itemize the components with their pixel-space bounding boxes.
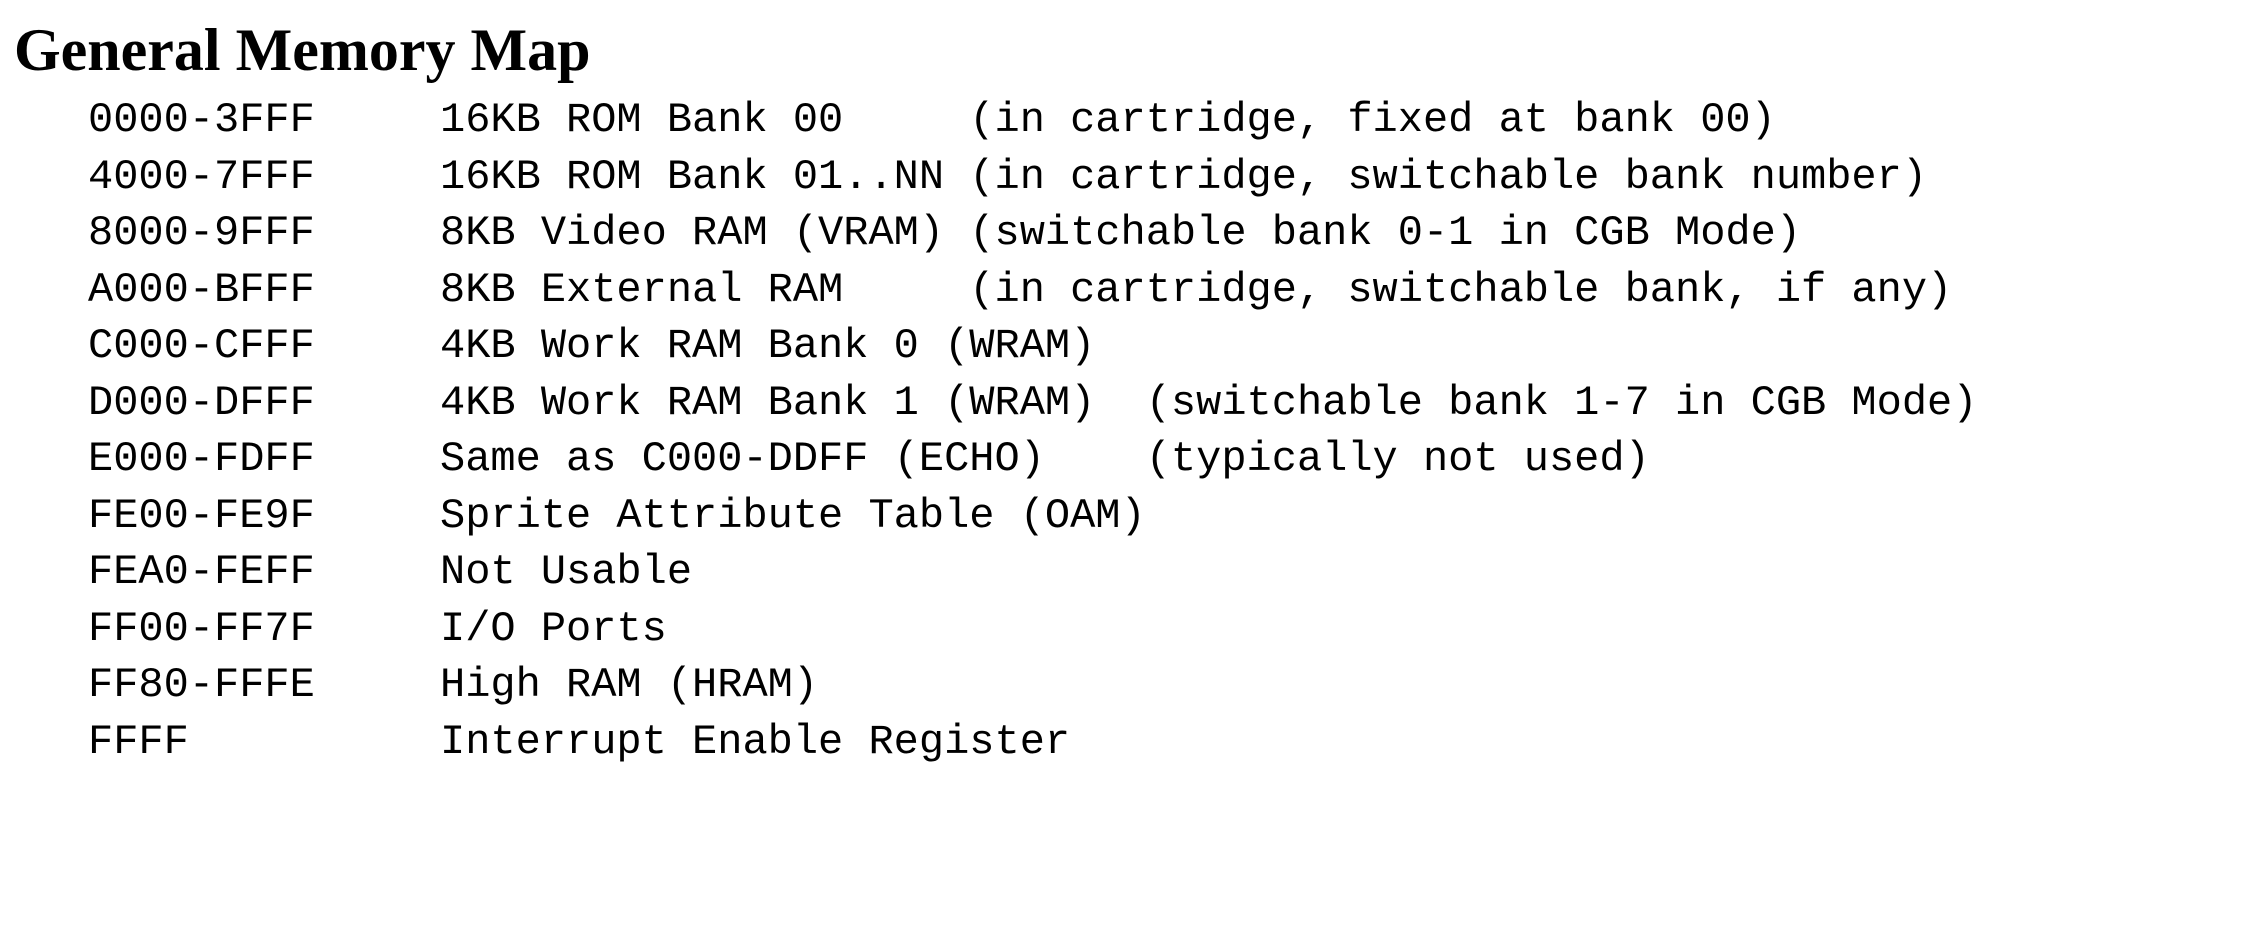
- region-description: Same as C000-DDFF (ECHO) (typically not …: [440, 435, 1650, 483]
- memory-map-row: FFFF Interrupt Enable Register: [88, 714, 1070, 771]
- memory-map-row: 0000-3FFF 16KB ROM Bank 00 (in cartridge…: [88, 92, 1776, 149]
- region-description: Not Usable: [440, 548, 693, 596]
- region-description: 8KB External RAM (in cartridge, switchab…: [440, 265, 1953, 314]
- address-range: C000-CFFF: [88, 322, 315, 370]
- memory-map-row: C000-CFFF 4KB Work RAM Bank 0 (WRAM): [88, 318, 1095, 375]
- address-range: FFFF: [88, 717, 189, 766]
- region-description: Sprite Attribute Table (OAM): [440, 491, 1146, 540]
- address-range: 8000-9FFF: [88, 209, 315, 257]
- address-range: FF80-FFFE: [88, 661, 315, 709]
- region-description: 16KB ROM Bank 01..NN (in cartridge, swit…: [440, 152, 1928, 201]
- address-range: FF00-FF7F: [88, 604, 315, 653]
- address-range: 4000-7FFF: [88, 152, 315, 201]
- address-range: FEA0-FEFF: [88, 548, 315, 596]
- memory-map-row: FE00-FE9F Sprite Attribute Table (OAM): [88, 488, 1146, 545]
- memory-map-row: FEA0-FEFF Not Usable: [88, 544, 692, 601]
- page-title: General Memory Map: [14, 17, 591, 83]
- memory-map-row: FF00-FF7F I/O Ports: [88, 601, 667, 658]
- memory-map-row: 8000-9FFF 8KB Video RAM (VRAM) (switchab…: [88, 205, 1801, 262]
- region-description: I/O Ports: [440, 604, 667, 653]
- memory-map-row: FF80-FFFE High RAM (HRAM): [88, 657, 818, 714]
- memory-map-list: 0000-3FFF 16KB ROM Bank 00 (in cartridge…: [88, 92, 1977, 771]
- region-description: 8KB Video RAM (VRAM) (switchable bank 0-…: [440, 209, 1802, 257]
- memory-map-row: A000-BFFF 8KB External RAM (in cartridge…: [88, 262, 1952, 319]
- memory-map-row: E000-FDFF Same as C000-DDFF (ECHO) (typi…: [88, 431, 1650, 488]
- region-description: High RAM (HRAM): [440, 661, 819, 709]
- address-range: FE00-FE9F: [88, 491, 315, 540]
- address-range: 0000-3FFF: [88, 96, 315, 144]
- memory-map-row: D000-DFFF 4KB Work RAM Bank 1 (WRAM) (sw…: [88, 375, 1977, 432]
- region-description: 4KB Work RAM Bank 1 (WRAM) (switchable b…: [440, 378, 1978, 427]
- address-range: E000-FDFF: [88, 435, 315, 483]
- region-description: 4KB Work RAM Bank 0 (WRAM): [440, 322, 1096, 370]
- memory-map-row: 4000-7FFF 16KB ROM Bank 01..NN (in cartr…: [88, 149, 1927, 206]
- region-description: Interrupt Enable Register: [440, 717, 1071, 766]
- address-range: A000-BFFF: [88, 265, 315, 314]
- region-description: 16KB ROM Bank 00 (in cartridge, fixed at…: [440, 96, 1776, 144]
- address-range: D000-DFFF: [88, 378, 315, 427]
